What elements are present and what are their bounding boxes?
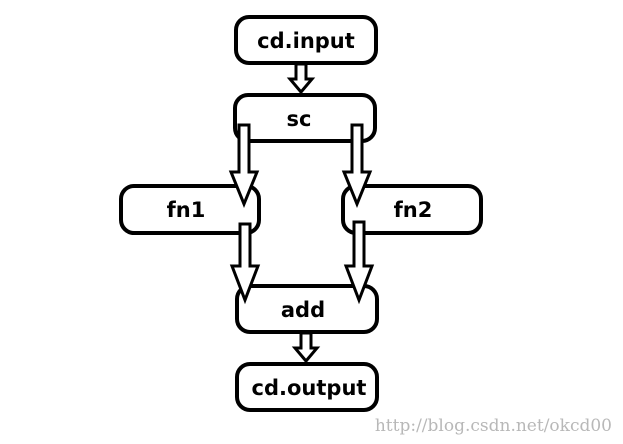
node-sc-label: sc [287, 107, 312, 131]
arrow-sc-to-fn1 [228, 123, 260, 208]
node-fn1-label: fn1 [167, 198, 206, 222]
arrow-sc-to-fn2 [341, 123, 373, 208]
arrow-fn1-to-add [229, 222, 261, 305]
arrow-input-to-sc [286, 62, 316, 95]
arrow-fn2-to-add [343, 220, 375, 305]
node-sc-box [233, 93, 377, 143]
node-output-label: cd.output [252, 376, 367, 400]
node-fn1-box [119, 184, 261, 235]
watermark-text: http://blog.csdn.net/okcd00 [375, 416, 612, 436]
node-output-box [235, 362, 379, 412]
arrow-add-to-output [291, 331, 321, 364]
node-input-label: cd.input [257, 29, 355, 53]
node-fn2-box [341, 184, 483, 235]
node-add-label: add [281, 298, 325, 322]
node-fn2-label: fn2 [394, 198, 433, 222]
